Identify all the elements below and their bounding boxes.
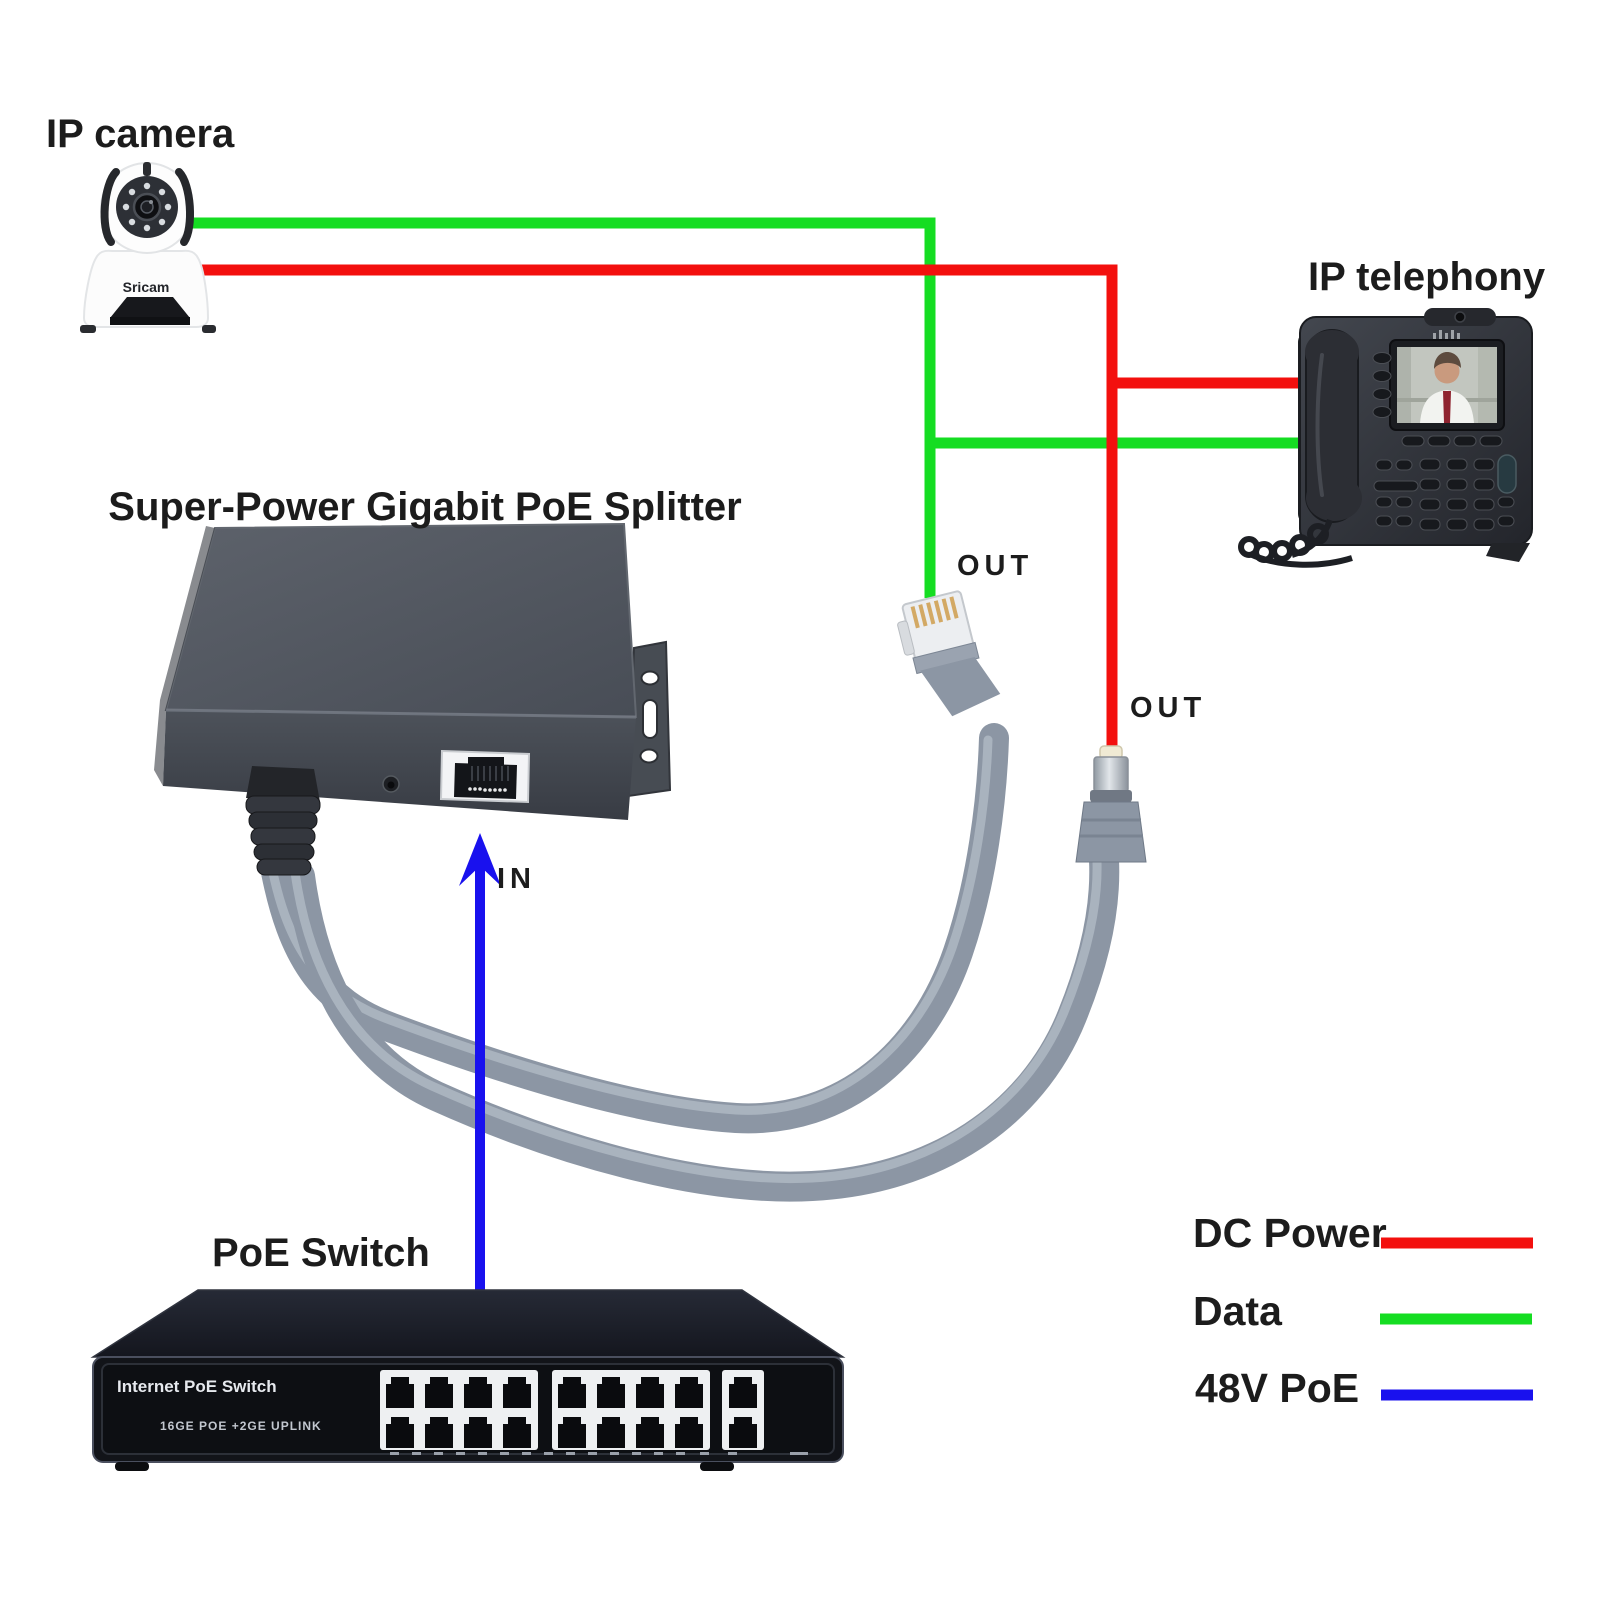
splitter-cables: [261, 723, 1120, 1202]
screen-person-tie: [1443, 391, 1451, 423]
wiring: [186, 217, 1303, 752]
camera-foot-left: [80, 325, 96, 333]
camera-head-stripe-left: [100, 168, 120, 246]
screen-person-hair: [1434, 352, 1461, 369]
phone-softkeys: [1401, 435, 1503, 447]
phone-screen: [1397, 347, 1497, 423]
flange-hole-bottom: [639, 748, 659, 764]
ip-phone: [1238, 308, 1533, 568]
phone-line-buttons: [1372, 352, 1392, 418]
switch-top-face: [90, 1289, 846, 1358]
switch-label: PoE Switch: [212, 1231, 430, 1275]
out-data-label: OUT: [957, 550, 1033, 582]
legend: DC Power Data 48V PoE: [1193, 1210, 1533, 1411]
camera-ir-leds: [122, 182, 172, 232]
poe-arrowhead: [459, 833, 501, 886]
splitter-led-center: [387, 781, 395, 789]
phone-handset: [1305, 329, 1362, 523]
phone-foot: [1486, 543, 1530, 562]
splitter-cable-boot: [245, 766, 321, 876]
legend-label-dc-power: DC Power: [1193, 1210, 1387, 1256]
cable-to-dc-highlight: [290, 857, 1102, 1184]
camera-foot-right: [202, 325, 216, 333]
flange-slot: [642, 699, 658, 739]
switch-port-labels: [390, 1452, 808, 1455]
legend-label-48v-poe: 48V PoE: [1195, 1365, 1359, 1411]
ip-camera: Sricam: [80, 162, 216, 333]
switch-face-line1: Internet PoE Switch: [117, 1377, 277, 1396]
splitter-left-edge: [154, 526, 215, 786]
poe-switch: Internet PoE Switch 16GE POE +2GE UPLINK: [90, 1289, 846, 1471]
dc-wire-camera: [196, 264, 1118, 752]
out-power-label: OUT: [1130, 692, 1206, 724]
splitter-fold-highlight: [165, 708, 637, 719]
phone-label: IP telephony: [1308, 255, 1546, 299]
camera-lens-inner: [140, 200, 154, 214]
phone-cord: [1238, 518, 1353, 568]
screen-person-head: [1434, 358, 1460, 384]
legend-label-data: Data: [1193, 1288, 1283, 1334]
poe-uplink-arrow: [459, 833, 501, 1290]
cisco-logo: [1433, 330, 1460, 340]
poe-splitter: [154, 522, 672, 876]
camera-base-wedge: [110, 297, 190, 318]
switch-face-line2: 16GE POE +2GE UPLINK: [160, 1419, 322, 1433]
dc-plug: [1075, 745, 1147, 863]
phone-keypad: [1373, 458, 1515, 531]
splitter-title: Super-Power Gigabit PoE Splitter: [108, 485, 741, 529]
phone-top-camera-lens: [1454, 311, 1466, 323]
rj45-plug: [897, 590, 1001, 717]
data-wire-camera: [186, 217, 936, 598]
camera-base-bar: [110, 317, 190, 325]
splitter-rj45-port: [439, 749, 531, 804]
switch-foot-right: [700, 1462, 734, 1471]
splitter-top-face: [164, 522, 638, 719]
phone-nav-rocker: [1497, 454, 1517, 494]
switch-foot-left: [115, 1462, 149, 1471]
camera-brand: Sricam: [123, 279, 170, 295]
camera-lens-glint: [149, 200, 153, 204]
flange-hole-top: [640, 670, 660, 686]
camera-label: IP camera: [46, 112, 235, 156]
camera-head-stripe-right: [175, 168, 194, 246]
in-label: IN: [497, 863, 536, 895]
camera-head-seam: [143, 162, 151, 176]
splitter-front-face: [163, 710, 636, 820]
